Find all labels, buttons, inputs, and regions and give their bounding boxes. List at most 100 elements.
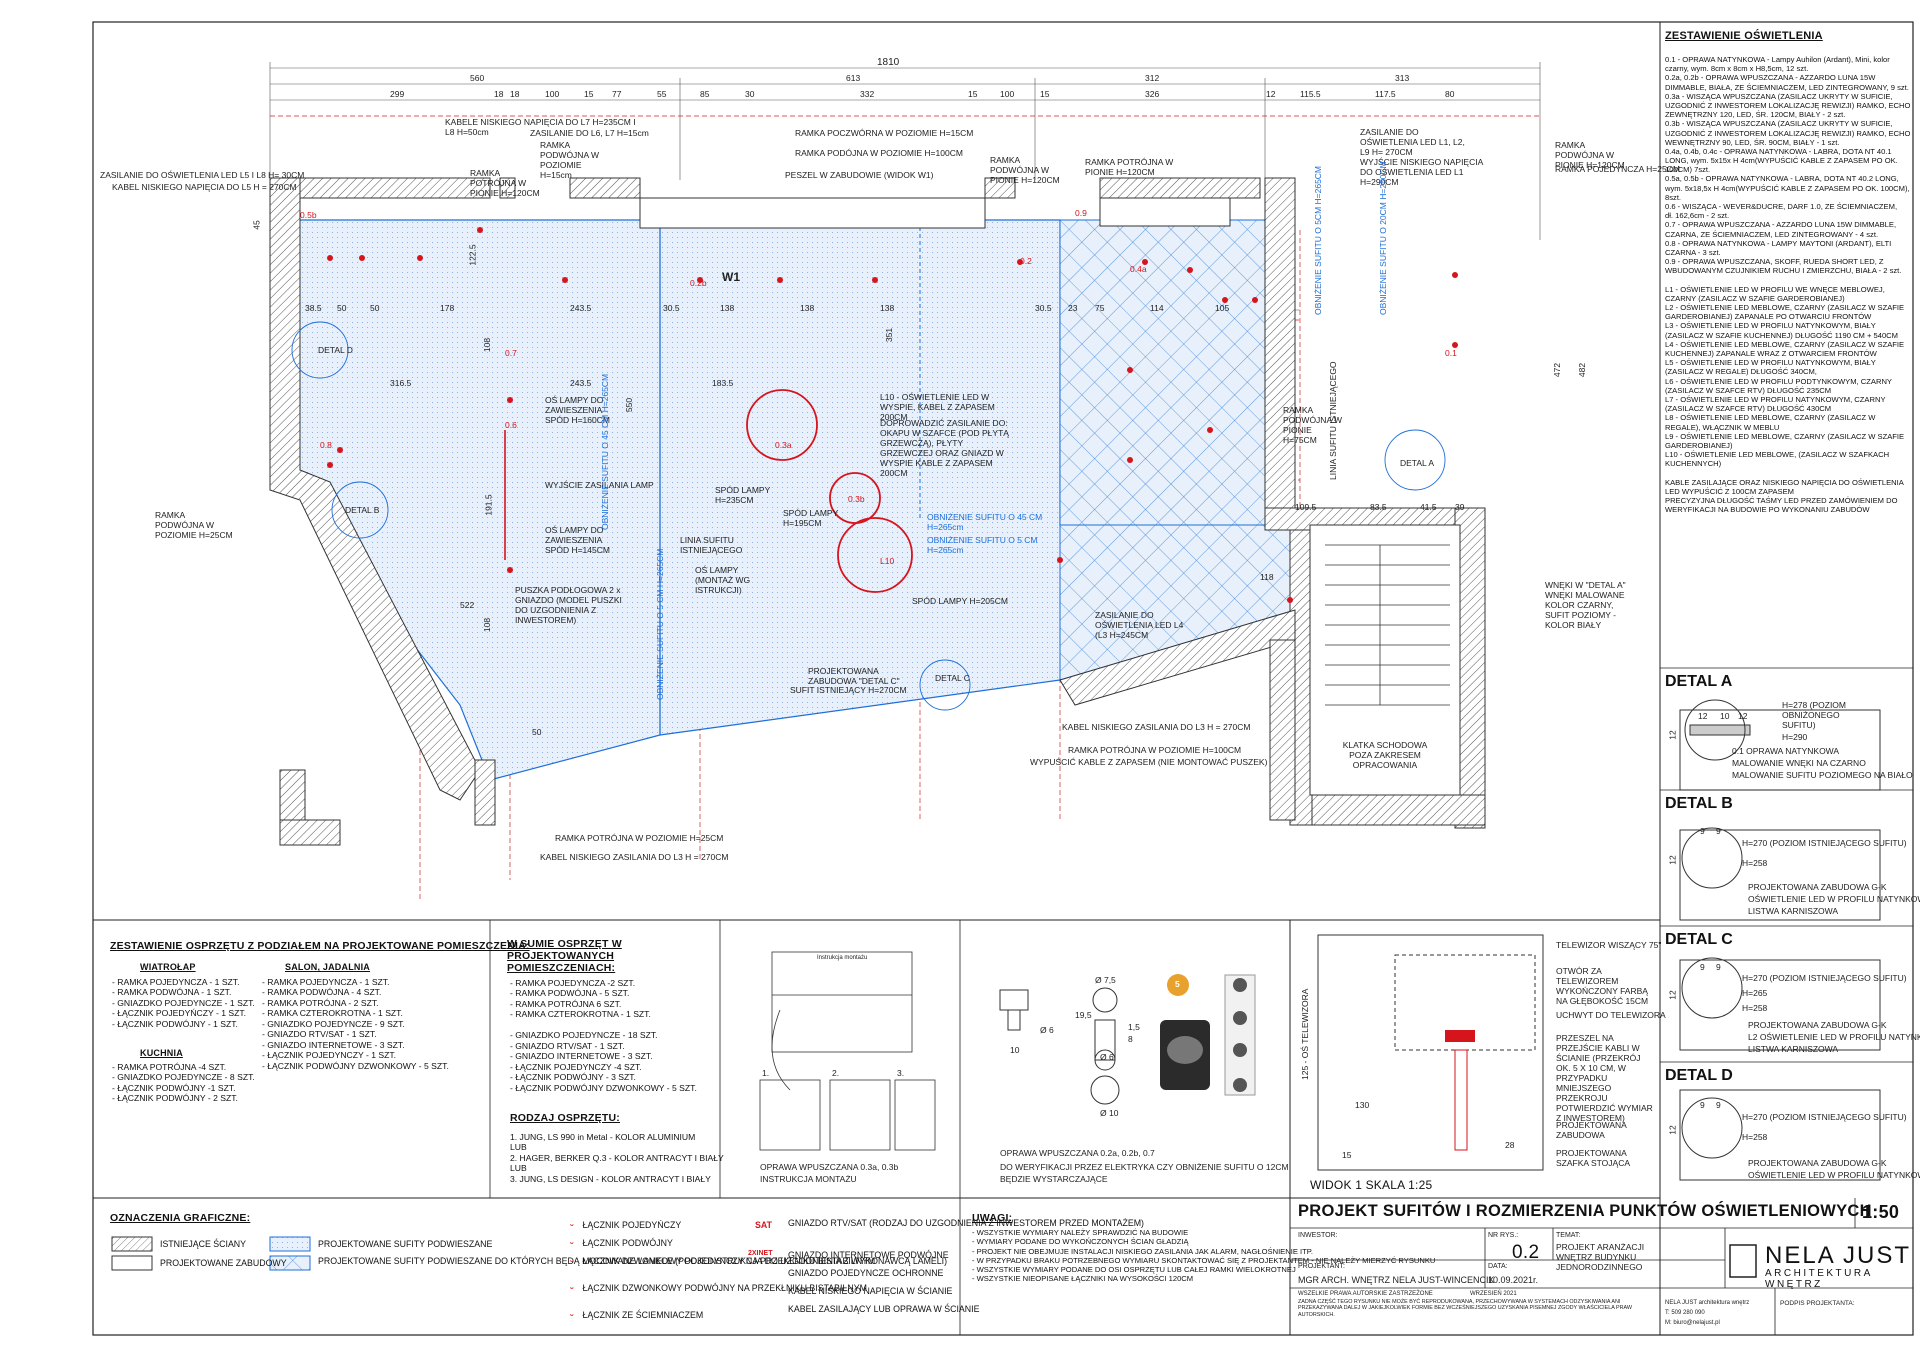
detail-a-dim3: 12 xyxy=(1738,711,1748,721)
dim-v-108b: 108 xyxy=(482,617,493,633)
total-fittings-title: W SUMIE OSPRZĘT W PROJEKTOWANYCH POMIESZ… xyxy=(507,938,622,974)
label-kabel-l3: KABEL NISKIEGO ZASILANIA DO L3 H = 270CM xyxy=(1062,722,1251,732)
lamella-ceiling-area xyxy=(1059,219,1266,526)
widok-os-tv: 125 - OŚ TELEWIZORA xyxy=(1300,988,1310,1080)
dim-row3-15b: 15 xyxy=(968,89,978,99)
lighting-schedule-line: LONG, wym. 5x15x H 4cm(WYPUŚCIĆ KABLE Z … xyxy=(1665,156,1898,166)
oprawa-dim-1: 19,5 xyxy=(1075,1010,1092,1020)
notes-list: - WSZYSTKIE WYMIARY NALEŻY SPRAWDZIĆ NA … xyxy=(972,1228,1435,1284)
legend-ceiling: PROJEKTOWANE SUFITY PODWIESZANE xyxy=(318,1239,493,1249)
dim-row3-326: 326 xyxy=(1145,89,1160,99)
legend-swatch-built-ins xyxy=(111,1255,153,1271)
stair-steps xyxy=(1325,544,1450,706)
widok-dim-15: 15 xyxy=(1342,1150,1352,1160)
dim-row3-80: 80 xyxy=(1445,89,1455,99)
projektant: MGR ARCH. WNĘTRZ NELA JUST-WINCENCIK xyxy=(1298,1275,1495,1285)
fitting-item: - RAMKA PODWÓJNA - 4 SZT. xyxy=(262,987,382,998)
lighting-schedule-line: L10 - OŚWIETLENIE LED MEBLOWE, (ZASILACZ… xyxy=(1665,450,1890,460)
existing-walls xyxy=(269,177,1486,846)
legend-sat-tag: SAT xyxy=(755,1220,772,1230)
fitting-type-item: LUB xyxy=(510,1163,527,1174)
detail-b-side: 12 xyxy=(1667,855,1678,865)
detail-separators xyxy=(1660,667,1913,1063)
dim-305a: 30.5 xyxy=(663,303,680,313)
lighting-schedule-line: L9 - OŚWIETLENIE LED MEBLOWE, CZARNY (ZA… xyxy=(1665,431,1905,441)
label-wyjscie-l1: WYJŚCIE NISKIEGO NAPIĘCIA DO OŚWIETLENIA… xyxy=(1360,157,1483,188)
lighting-schedule-line: 0.3a - WISZĄCA WPUSZCZANA (ZASILACZ UKRY… xyxy=(1665,91,1893,101)
lighting-schedule-line: UZGODNIĆ Z INWESTOREM LOKALIZACJĘ REWIZJ… xyxy=(1665,128,1911,138)
legend-bell-single: ᵕ ŁĄCZNIK DZWONKOWY POJEDYNCZY NA PRZEKŁ… xyxy=(570,1256,876,1266)
dim-1095: 109.5 xyxy=(1295,502,1317,512)
note-item: - PROJEKT NIE OBEJMUJE INSTALACJI NISKIE… xyxy=(972,1246,1313,1256)
rights-date: WRZESIEŃ 2021 xyxy=(1470,1291,1517,1297)
dim-row3-117: 117.5 xyxy=(1375,89,1396,99)
lighting-schedule-line: LED WYPUŚCIĆ Z 100CM ZAPASEM xyxy=(1665,486,1794,496)
mounting-instructions-sketch xyxy=(759,951,936,1151)
dim-v-108a: 108 xyxy=(482,337,493,353)
downlight-sketches xyxy=(999,987,1120,1105)
fitting-item: - ŁĄCZNIK PODWÓJNY DZWONKOWY - 5 SZT. xyxy=(262,1060,449,1071)
lighting-schedule-line: CZARNA, ZE ŚCIEMNIACZEM, LED ZINTEGROWAN… xyxy=(1665,229,1879,239)
label-obnizenie-5a: OBNIŻENIE SUFITU O 5 CM H=265CM xyxy=(655,548,665,700)
dim-138a: 138 xyxy=(720,303,735,313)
fitting-item: - RAMKA POJEDYNCZA - 1 SZT. xyxy=(112,977,240,987)
label-detal-d: DETAL D xyxy=(318,345,353,355)
mount-step-2: 2. xyxy=(832,1068,840,1078)
contact-0: NELA JUST architektura wnętrz xyxy=(1665,1300,1750,1306)
detail-a-dim1: 12 xyxy=(1698,711,1708,721)
dim-39: 39 xyxy=(1455,502,1465,512)
projected-built-ins xyxy=(639,197,1461,796)
label-klatka: KLATKA SCHODOWA POZA ZAKRESEM OPRACOWANI… xyxy=(1342,740,1428,771)
tag-0.7: 0.7 xyxy=(505,348,517,358)
total-fitting-item: - RAMKA CZTEROKROTNA - 1 SZT. xyxy=(510,1009,651,1020)
fittings-type-title: RODZAJ OSPRZĘTU: xyxy=(510,1112,620,1124)
fitting-item: - GNIAZDKO POJEDYNCZE - 8 SZT. xyxy=(112,1072,255,1083)
fitting-item: - RAMKA POTRÓJNA - 2 SZT. xyxy=(262,997,379,1008)
tag-0.5b: 0.5b xyxy=(300,210,317,220)
scale: 1:50 xyxy=(1862,1202,1900,1222)
lighting-schedule-line: 0.2a, 0.2b - OPRAWA WPUSZCZANA - AZZARDO… xyxy=(1665,73,1876,83)
dim-3165: 316.5 xyxy=(390,378,412,388)
fitting-type-item: LUB xyxy=(510,1142,527,1153)
tag-0.9: 0.9 xyxy=(1075,208,1087,218)
lighting-schedule-line: 0.9 - OPRAWA WPUSZCZANA, SKOFF, RUEDA SH… xyxy=(1665,257,1884,267)
detail-callouts xyxy=(291,321,1446,711)
oprawa-dim-2: Ø 6 xyxy=(1040,1025,1054,1035)
label-ramka-pojedyncza-25: RAMKA POJEDYNCZA H=25CM xyxy=(1555,164,1680,174)
oprawa-caption-2: BĘDZIE WYSTARCZAJĄCE xyxy=(1000,1174,1108,1184)
dim-row3-12: 12 xyxy=(1266,89,1276,99)
nr-rys: 0.2 xyxy=(1512,1242,1540,1263)
note-item: - WSZYSTKIE NIEOPISANE ŁĄCZNIKI NA WYSOK… xyxy=(972,1274,1194,1284)
tv-wall-elevation xyxy=(1317,934,1544,1171)
lighting-schedule-line: UZGODNIĆ Z INWESTOREM LOKALIZACJĘ REWIZJ… xyxy=(1665,100,1911,110)
tag-0.3b: 0.3b xyxy=(848,494,865,504)
detail-d-dim1: 9 xyxy=(1700,1100,1705,1110)
label-obnizenie-5b: OBNIŻENIE SUFITU O 5 CM xyxy=(927,535,1038,545)
fittings-schedule-title: ZESTAWIENIE OSPRZĘTU Z PODZIAŁEM NA PROJ… xyxy=(110,940,530,952)
lighting-schedule-line: L8 - OŚWIETLENIE LED MEBLOWE, CZARNY (ZA… xyxy=(1665,413,1876,423)
dim-total: 1810 xyxy=(877,57,900,68)
fitting-item: - GNIAZDO RTV/SAT - 1 SZT. xyxy=(262,1029,377,1040)
label-ramka-potrojna-100: RAMKA POTRÓJNA W POZIOMIE H=100CM xyxy=(1068,745,1242,755)
fixture-markers xyxy=(327,227,1458,603)
legend-inet-tag: 2XINET xyxy=(748,1250,773,1257)
detail-b-t4: OŚWIETLENIE LED W PROFILU NATYNKOWYM xyxy=(1748,894,1920,904)
detail-c-t6: LISTWA KARNISZOWA xyxy=(1748,1044,1839,1054)
detail-a-t5: MALOWANIE SUFITU POZIOMEGO NA BIAŁO xyxy=(1732,770,1913,780)
note-item: - WYMIARY PODANE DO WYKOŃCZONYCH ŚCIAN G… xyxy=(972,1237,1189,1247)
total-fitting-item: - ŁĄCZNIK POJEDYNCZY -4 SZT. xyxy=(510,1061,642,1072)
label-os-lampy-1: OŚ LAMPY DO ZAWIESZENIA SPÓD H=160CM xyxy=(545,395,610,426)
bell-switch-double-icon: ᵕ xyxy=(570,1283,574,1293)
lighting-schedule-line: (ZASILACZ W SZAFCE RTV) DŁUGOŚĆ 235CM xyxy=(1665,385,1832,395)
lighting-schedule-line: KABLE ZASILAJĄCE ORAZ NISKIEGO NAPIĘCIA … xyxy=(1665,477,1904,487)
fitting-type-item: 2. HAGER, BERKER Q.3 - KOLOR ANTRACYT I … xyxy=(510,1152,724,1163)
lighting-schedule-line: GARDEROBIANEJ) ZAPANALE PO OTWARCIU FRON… xyxy=(1665,312,1872,322)
lighting-schedule-line: KUCHENNYCH) xyxy=(1665,459,1722,469)
label-obnizenie-45b: OBNIŻENIE SUFITU O 45 CM xyxy=(927,512,1043,522)
widok-otwor: OTWÓR ZA TELEWIZOREM WYKOŃCZONY FARBĄ NA… xyxy=(1556,966,1649,1007)
detail-b-title: DETAL B xyxy=(1665,795,1733,812)
label-detal-b: DETAL B xyxy=(345,505,380,515)
dim-50b: 50 xyxy=(370,303,380,313)
inwestor-label: INWESTOR: xyxy=(1298,1232,1338,1239)
fitting-item: - ŁĄCZNIK PODWÓJNY -1 SZT. xyxy=(112,1082,236,1093)
